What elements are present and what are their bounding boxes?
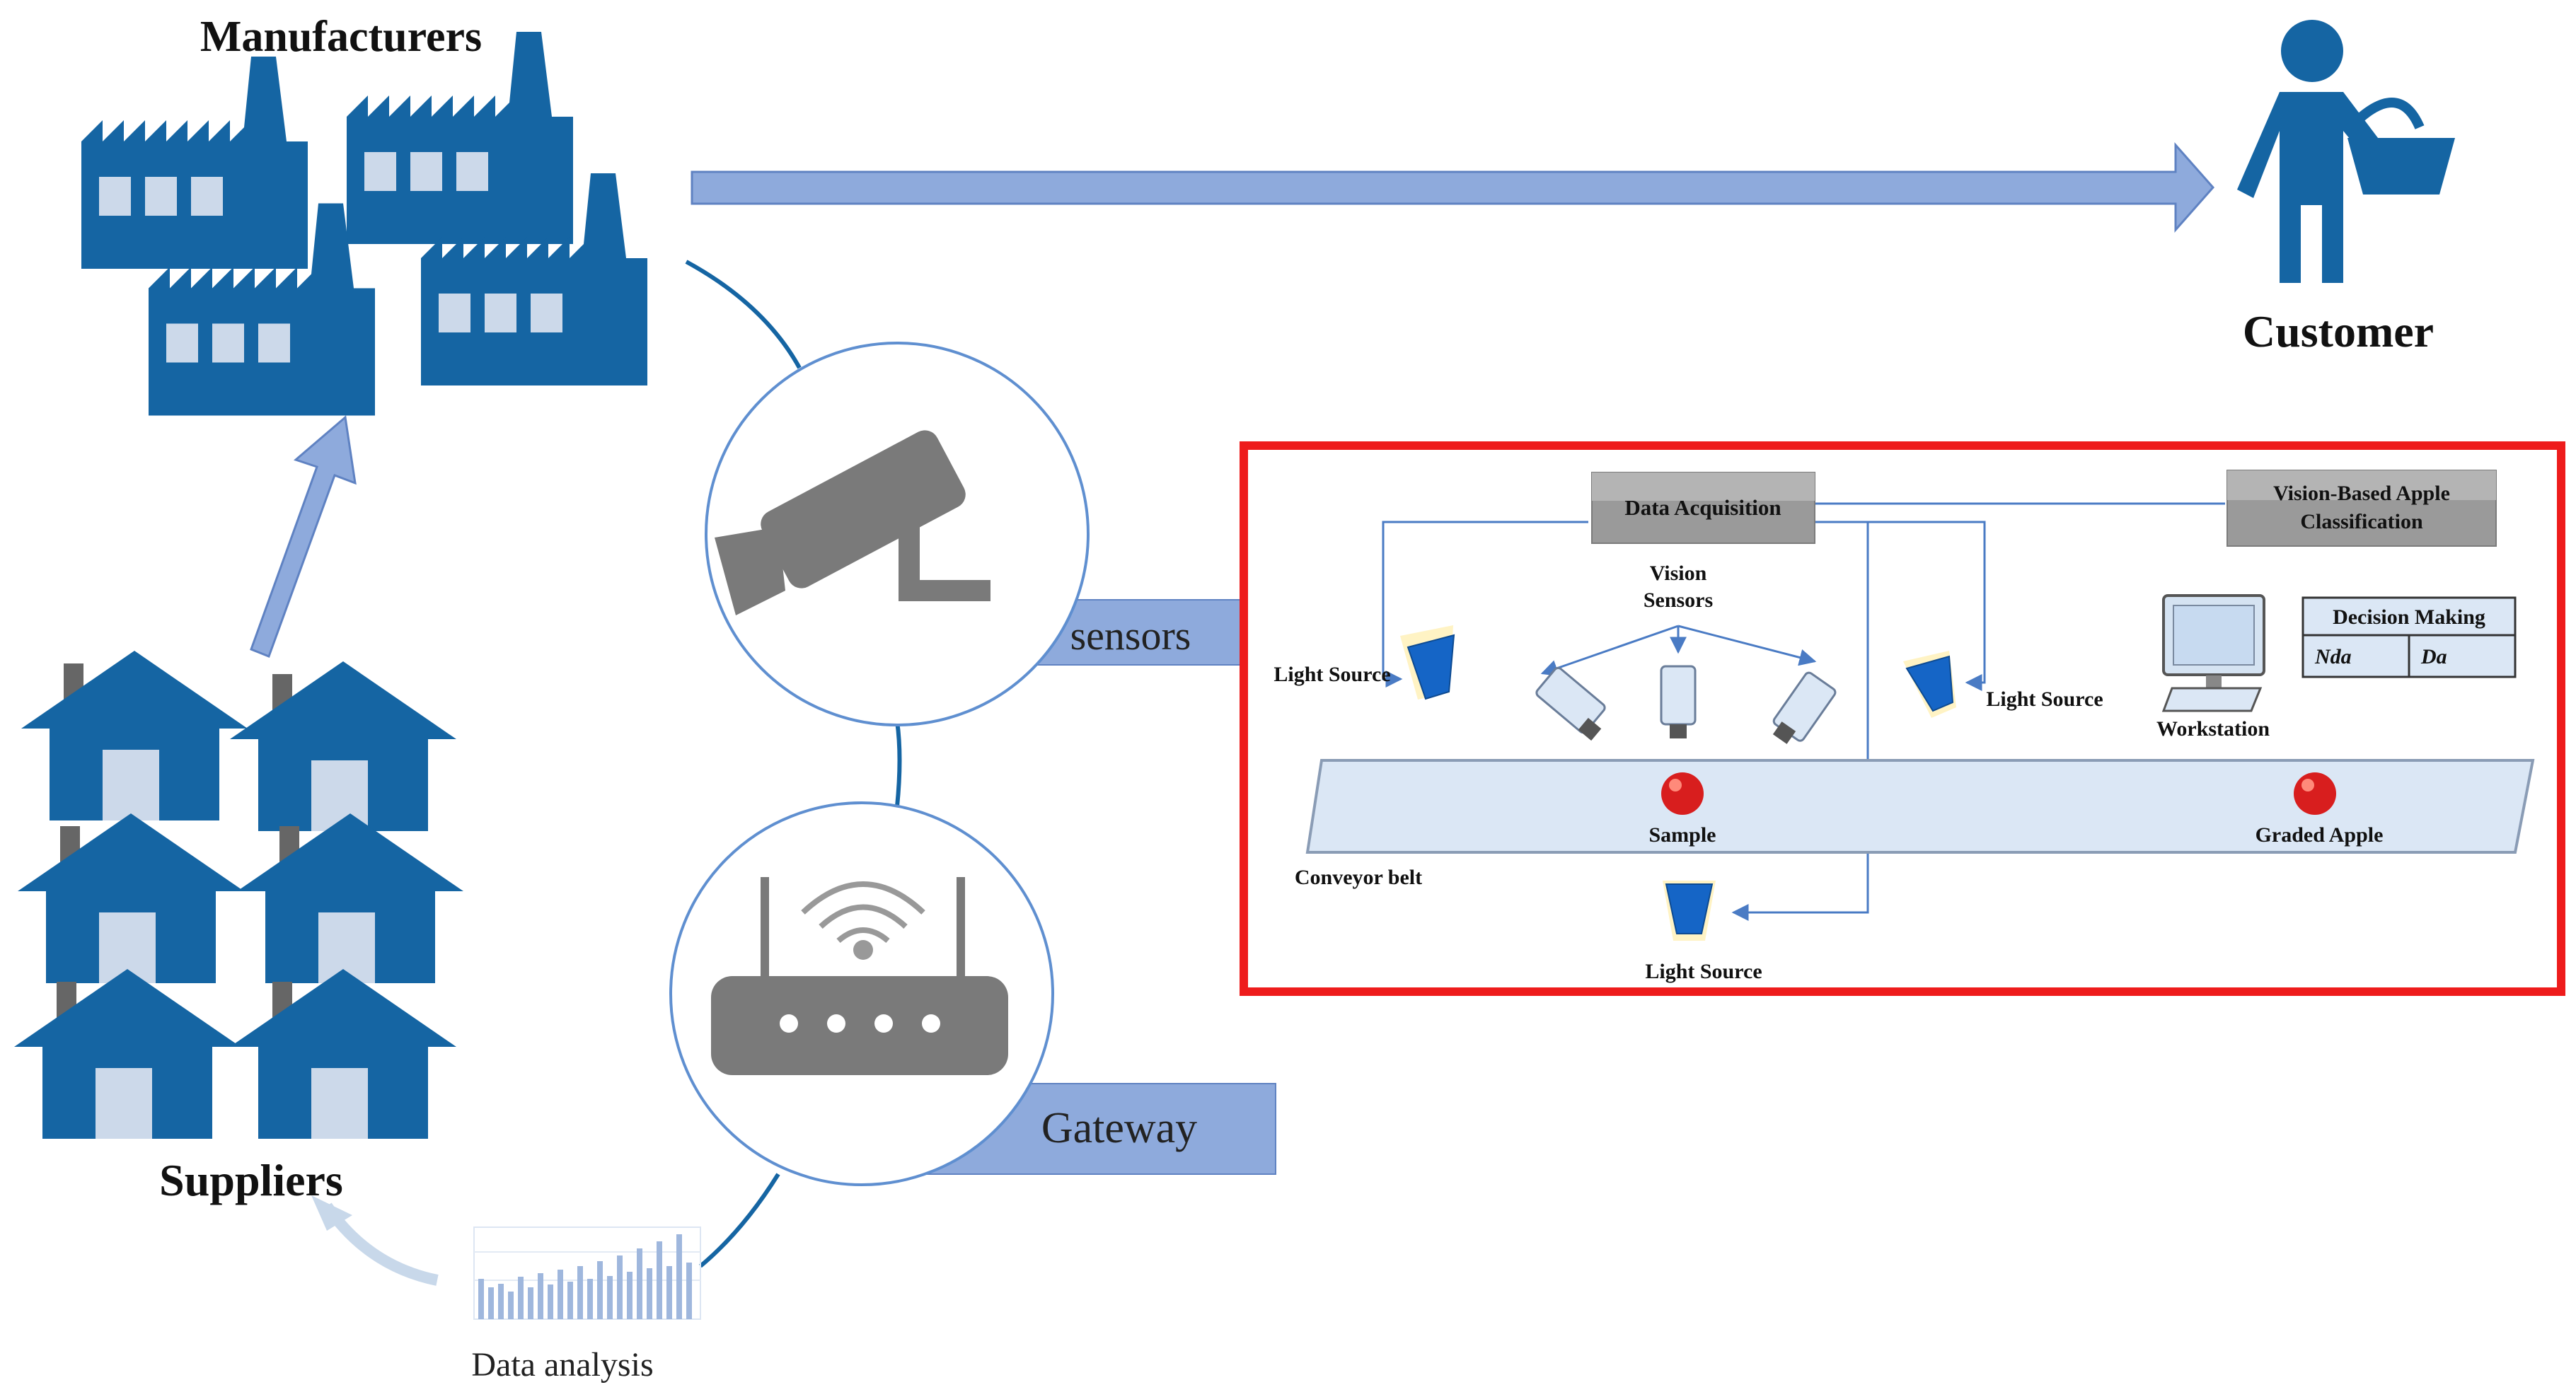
graded-apple-label: Graded Apple [2256, 823, 2384, 847]
supplier-to-manufacturer-arrow [250, 415, 357, 658]
classification-title-line1: Vision-Based Apple [2273, 482, 2450, 505]
decision-nda-cell: Nda [2314, 645, 2352, 668]
decision-making-table: Decision Making Nda Da [2301, 596, 2517, 678]
workstation-icon [2161, 594, 2265, 712]
vision-sensors-label-line1: Vision [1650, 562, 1707, 585]
factory-icon [81, 32, 647, 416]
manufacturers-label: Manufacturers [200, 13, 482, 61]
vision-sensors-label-line2: Sensors [1644, 588, 1713, 612]
workstation-label: Workstation [2156, 717, 2270, 741]
light-source-bottom-label: Light Source [1645, 960, 1762, 983]
decision-da-cell: Da [2420, 645, 2447, 668]
connector-curve [685, 260, 802, 369]
light-source-right-label: Light Source [1986, 688, 2103, 711]
conveyor-belt [1305, 759, 2535, 854]
bar-chart-icon [473, 1226, 701, 1320]
router-icon [711, 877, 1008, 1075]
data-analysis-label: Data analysis [471, 1346, 653, 1384]
sensors-node: sensors [705, 342, 1266, 726]
light-source-icon [1400, 625, 1956, 941]
conveyor-belt-label: Conveyor belt [1295, 866, 1422, 889]
gateway-label: Gateway [1041, 1104, 1197, 1152]
customer-label: Customer [2243, 306, 2434, 356]
classification-title-line2: Classification [2300, 510, 2423, 533]
customer-with-basket-icon [2237, 20, 2455, 283]
security-camera-icon [715, 430, 990, 615]
sensors-label: sensors [1070, 613, 1191, 659]
decision-making-header: Decision Making [2333, 605, 2485, 629]
light-source-left-label: Light Source [1273, 663, 1390, 686]
house-icon [14, 651, 463, 1139]
supply-flow-arrow [691, 142, 2215, 233]
sample-label: Sample [1648, 823, 1716, 847]
apple-icon [1661, 772, 2336, 815]
vision-system-panel: Data Acquisition Vision-Based Apple Clas… [1240, 441, 2565, 996]
gateway-node: Gateway [669, 801, 1276, 1186]
data-acquisition-box: Data Acquisition [1624, 495, 1781, 520]
